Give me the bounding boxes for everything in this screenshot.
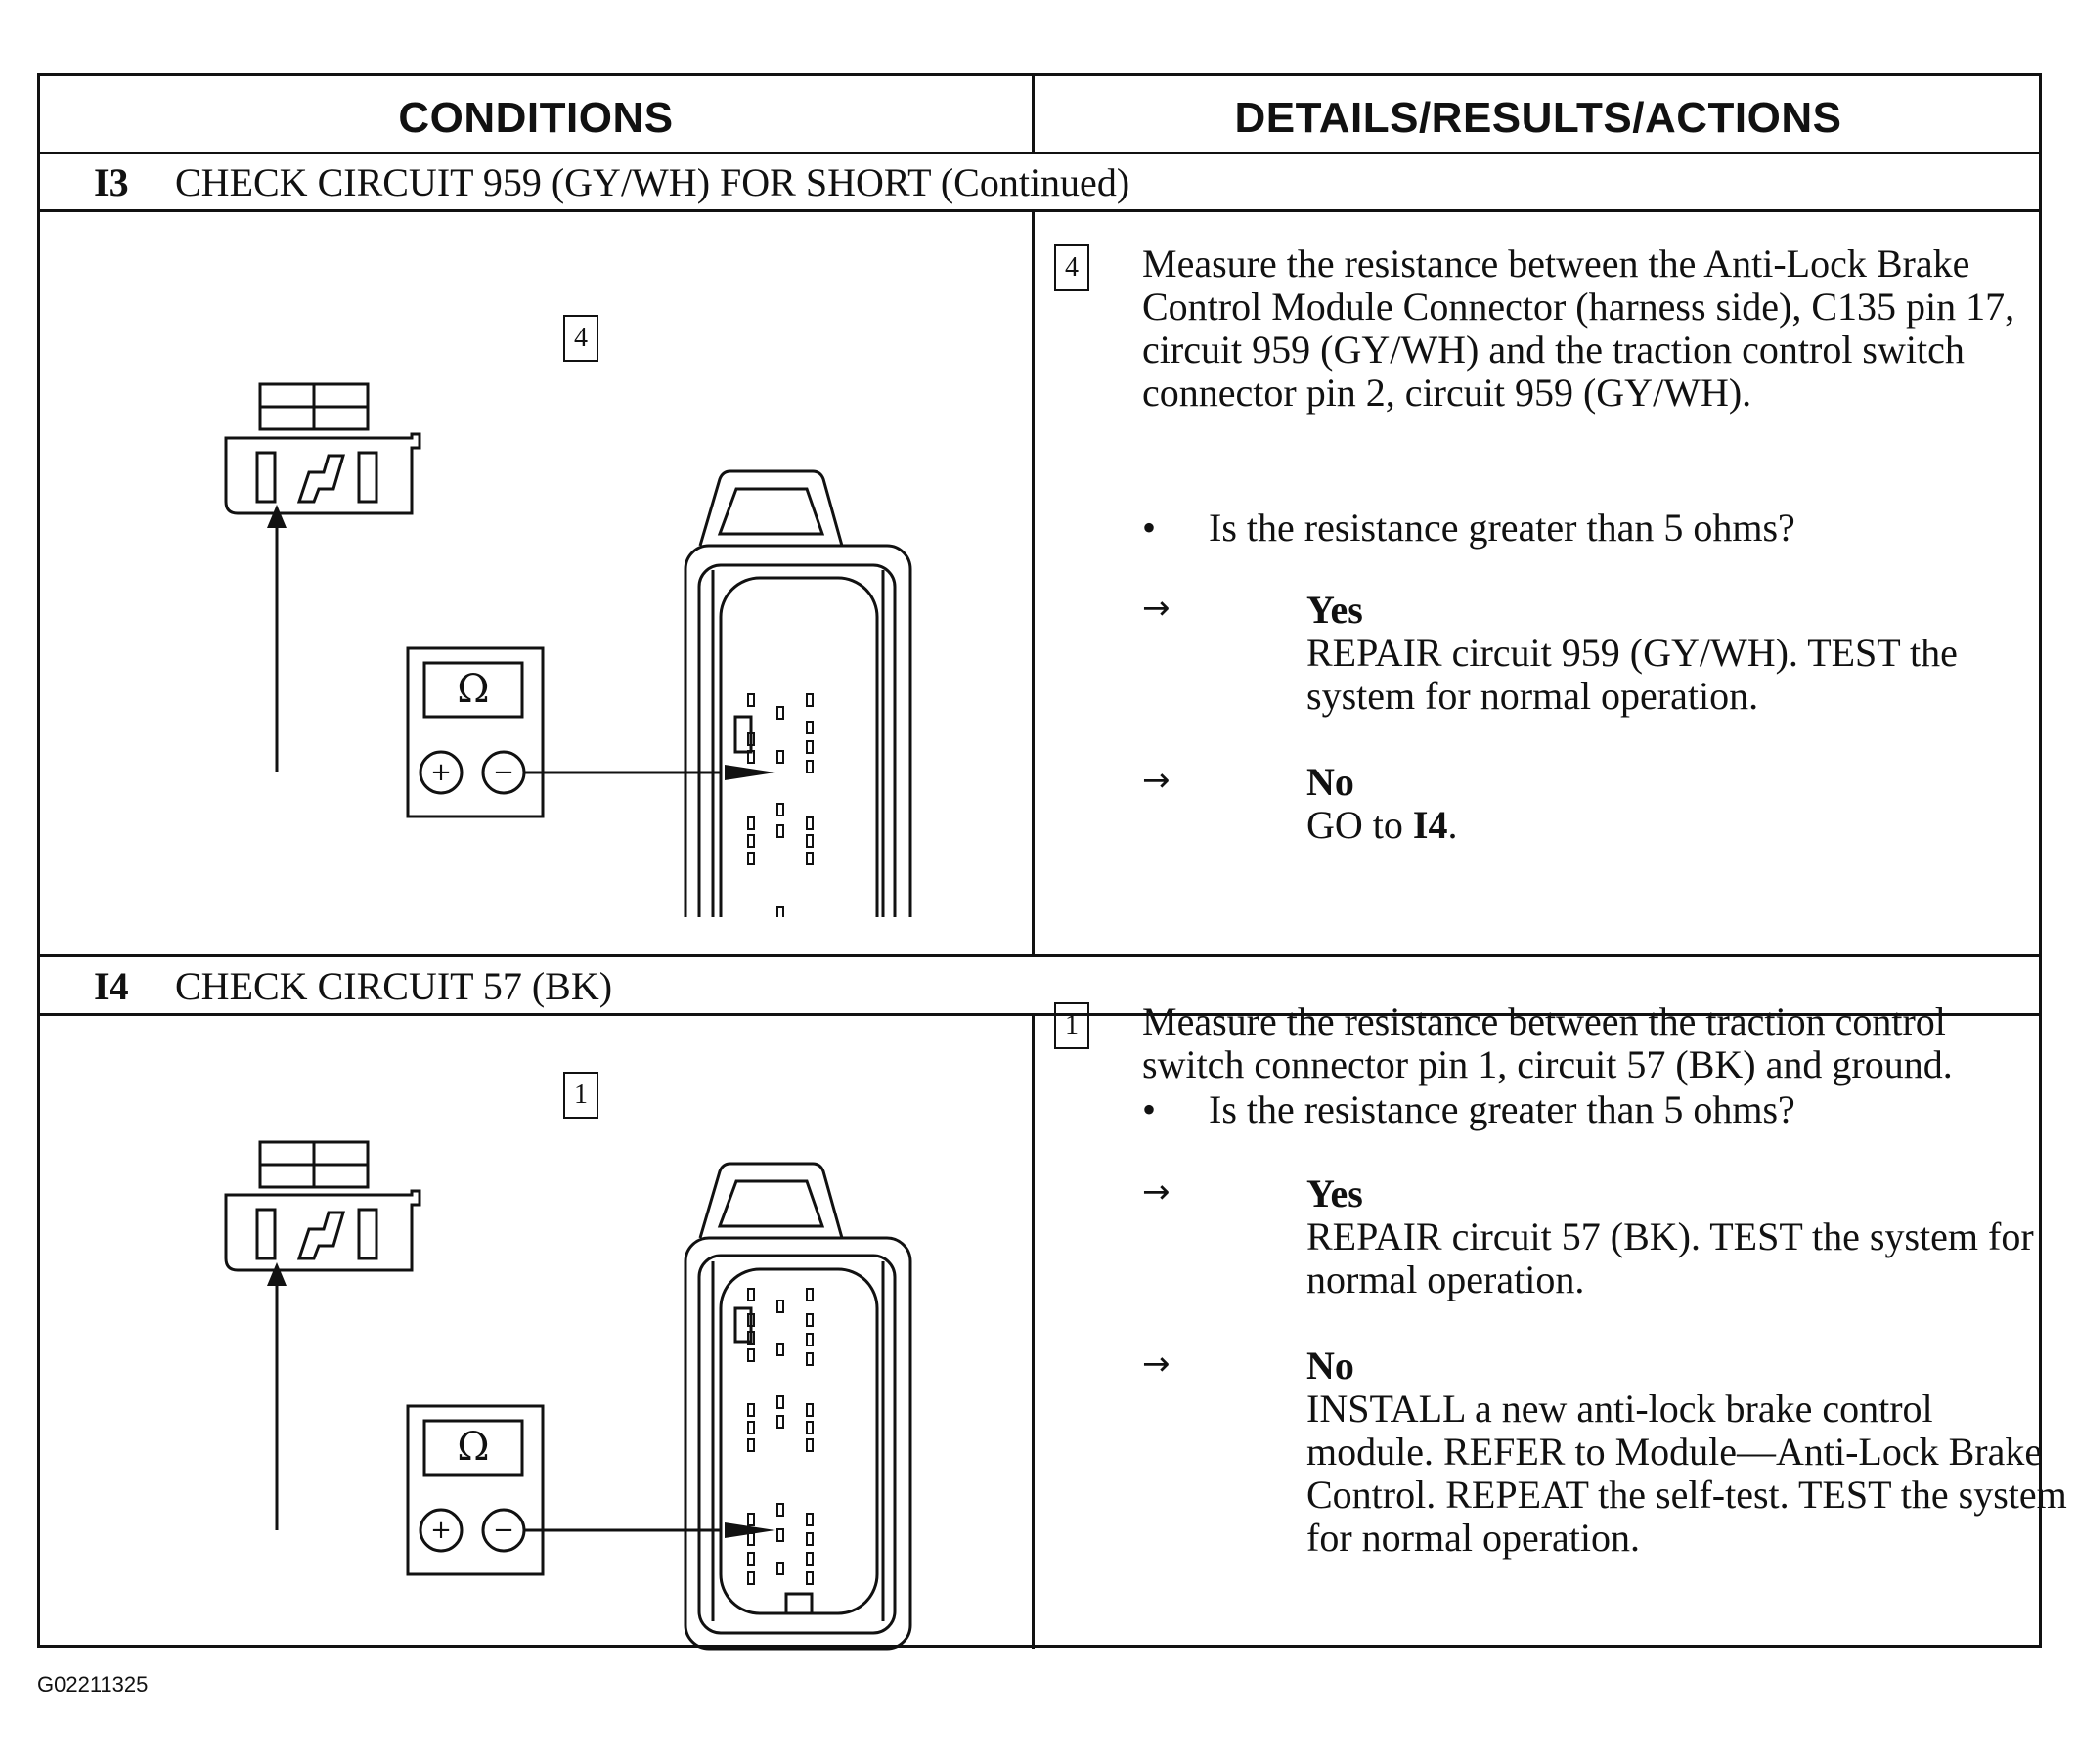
step-i4-details: 1 Measure the resistance between the tra… <box>1054 999 2067 1626</box>
resistance-measurement-diagram <box>224 382 912 917</box>
i4-heading-divider <box>40 1013 2039 1016</box>
question-text: Is the resistance greater than 5 ohms? <box>1209 506 1795 550</box>
column-divider <box>1032 76 1035 154</box>
plus-terminal: + <box>430 1516 452 1545</box>
minus-terminal: − <box>493 1516 514 1545</box>
detail-step-number: 1 <box>1054 1002 1089 1049</box>
step-i3-figure: 4 <box>177 233 920 917</box>
bullet: • <box>1142 1087 1157 1131</box>
yes-label: Yes <box>1306 1171 1363 1215</box>
arrow-icon: → <box>1142 1172 1171 1212</box>
abs-connector-latch <box>698 1162 844 1239</box>
no-text-suffix: . <box>1447 803 1458 847</box>
step-i3-details: 4 Measure the resistance between the Ant… <box>1054 243 2032 947</box>
column-divider <box>1032 209 1035 957</box>
step-i4-heading: I4 CHECK CIRCUIT 57 (BK) <box>94 963 612 1009</box>
switch-connector-top <box>258 382 370 431</box>
figure-step-number: 4 <box>563 315 598 362</box>
i4-top-divider <box>40 954 2039 957</box>
i3-heading-divider <box>40 209 2039 212</box>
switch-connector-body <box>224 432 421 515</box>
details-header: DETAILS/RESULTS/ACTIONS <box>1234 94 1842 142</box>
detail-step-number: 4 <box>1054 244 1089 291</box>
arrow-icon: → <box>1142 589 1171 628</box>
figure-step-number: 1 <box>563 1072 598 1119</box>
minus-terminal: − <box>493 758 514 787</box>
figure-code: G02211325 <box>37 1672 149 1697</box>
plus-terminal: + <box>430 758 452 787</box>
ohm-symbol: Ω <box>457 667 490 712</box>
measurement-instruction: Measure the resistance between the tract… <box>1142 999 1953 1086</box>
step-i3-id: I3 <box>94 160 129 204</box>
bullet: • <box>1142 506 1157 550</box>
yes-text: REPAIR circuit 57 (BK). TEST the system … <box>1306 1214 2034 1301</box>
no-label: No <box>1306 760 1354 804</box>
connector-pins <box>747 693 814 917</box>
abs-connector-body <box>684 1236 912 1651</box>
yes-label: Yes <box>1306 588 1363 632</box>
ohm-symbol: Ω <box>457 1425 490 1470</box>
no-text: GO to I4. <box>1306 804 2069 847</box>
measurement-instruction: Measure the resistance between the Anti-… <box>1142 242 2015 415</box>
abs-connector-body <box>684 544 912 917</box>
no-text-step-link: I4 <box>1412 803 1448 847</box>
connector-pins <box>747 1288 814 1585</box>
step-i4-title: CHECK CIRCUIT 57 (BK) <box>175 964 613 1008</box>
yes-text: REPAIR circuit 959 (GY/WH). TEST the sys… <box>1306 631 1958 718</box>
column-divider <box>1032 1013 1035 1649</box>
step-i3-heading: I3 CHECK CIRCUIT 959 (GY/WH) FOR SHORT (C… <box>94 159 1129 205</box>
resistance-measurement-diagram <box>224 1140 912 1651</box>
step-i3-title: CHECK CIRCUIT 959 (GY/WH) FOR SHORT (Con… <box>175 160 1130 204</box>
header-divider <box>40 152 2039 154</box>
step-i4-figure: 1 <box>177 986 920 1670</box>
abs-connector-latch <box>698 469 844 547</box>
arrow-icon: → <box>1142 1345 1171 1384</box>
no-text: INSTALL a new anti-lock brake control mo… <box>1306 1387 2067 1560</box>
switch-connector-top <box>258 1140 370 1189</box>
step-i4-id: I4 <box>94 964 129 1008</box>
switch-connector-body <box>224 1189 421 1272</box>
no-text-prefix: GO to <box>1306 803 1413 847</box>
question-text: Is the resistance greater than 5 ohms? <box>1209 1087 1795 1131</box>
conditions-header: CONDITIONS <box>398 94 674 142</box>
no-label: No <box>1306 1344 1354 1388</box>
arrow-icon: → <box>1142 761 1171 800</box>
